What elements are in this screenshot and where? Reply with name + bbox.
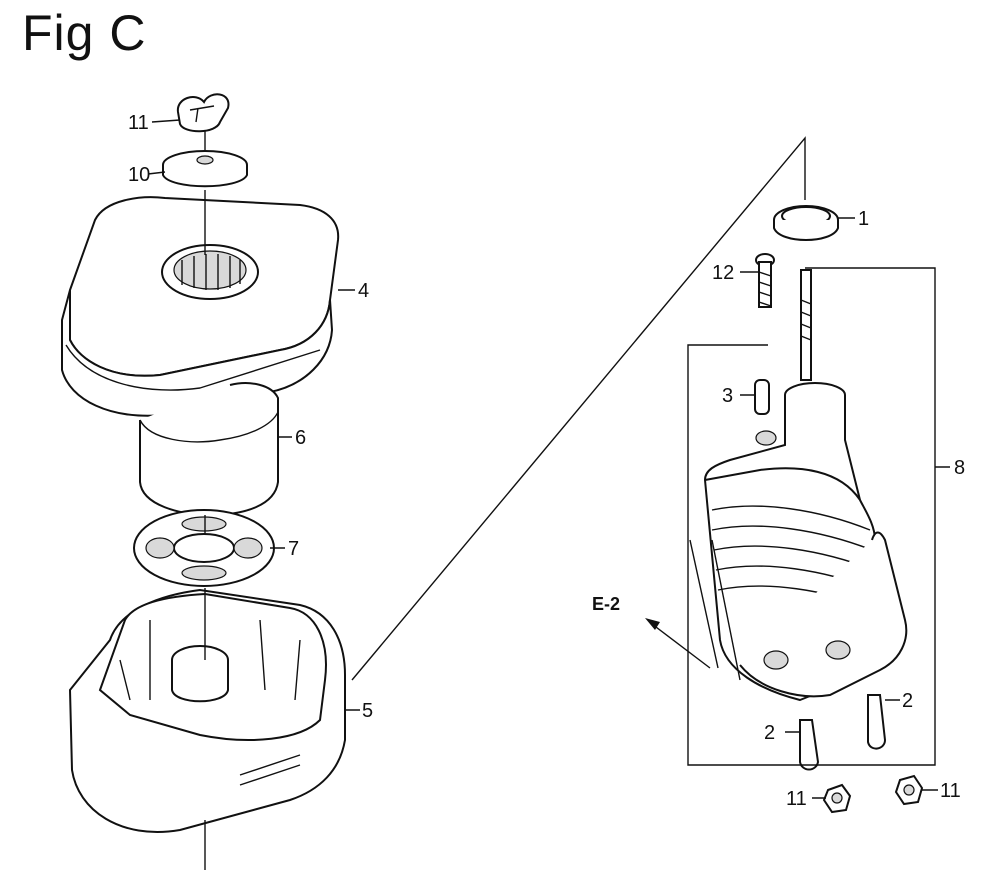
part-filter-element: [139, 382, 279, 517]
connector-line: [351, 136, 806, 681]
part-gasket: [133, 509, 275, 587]
e2-arrow-line: [651, 623, 711, 669]
reference-e2: E-2: [592, 594, 620, 614]
e2-guide-lines: [689, 539, 741, 681]
part-bolt: [755, 253, 775, 308]
leader-lines-right: [740, 217, 950, 799]
callout-12: 12: [712, 262, 734, 284]
leader-lines-left: [147, 119, 360, 711]
callout-7: 7: [288, 538, 299, 560]
callout-4: 4: [358, 280, 369, 302]
part-stud: [800, 269, 812, 381]
part-elbow: [703, 382, 908, 702]
e2-arrow-head: [645, 618, 660, 630]
callout-2-right: 2: [902, 690, 913, 712]
part-cap-seal: [162, 150, 248, 188]
part-seal-ring: [773, 205, 839, 241]
part-air-cleaner-cover: [61, 196, 340, 417]
part-air-cleaner-case: [68, 588, 346, 870]
callout-8: 8: [954, 457, 965, 479]
callout-10: 11: [128, 112, 149, 134]
callout-11-left: 11: [786, 788, 807, 810]
callout-5: 5: [362, 700, 373, 722]
figure-title: Fig C: [22, 5, 147, 61]
bracket-part-8: [687, 267, 936, 766]
callout-2-left: 2: [764, 722, 775, 744]
part-nuts: [822, 774, 924, 814]
callout-11-right: 11: [940, 780, 961, 802]
part-dowel: [754, 379, 770, 415]
callout-3: 3: [722, 385, 733, 407]
part-wing-nut: [176, 93, 230, 133]
callout-9: 10: [128, 164, 150, 186]
callout-1: 1: [858, 208, 869, 230]
part-dowel-pins: [799, 694, 887, 771]
callout-6: 6: [295, 427, 306, 449]
